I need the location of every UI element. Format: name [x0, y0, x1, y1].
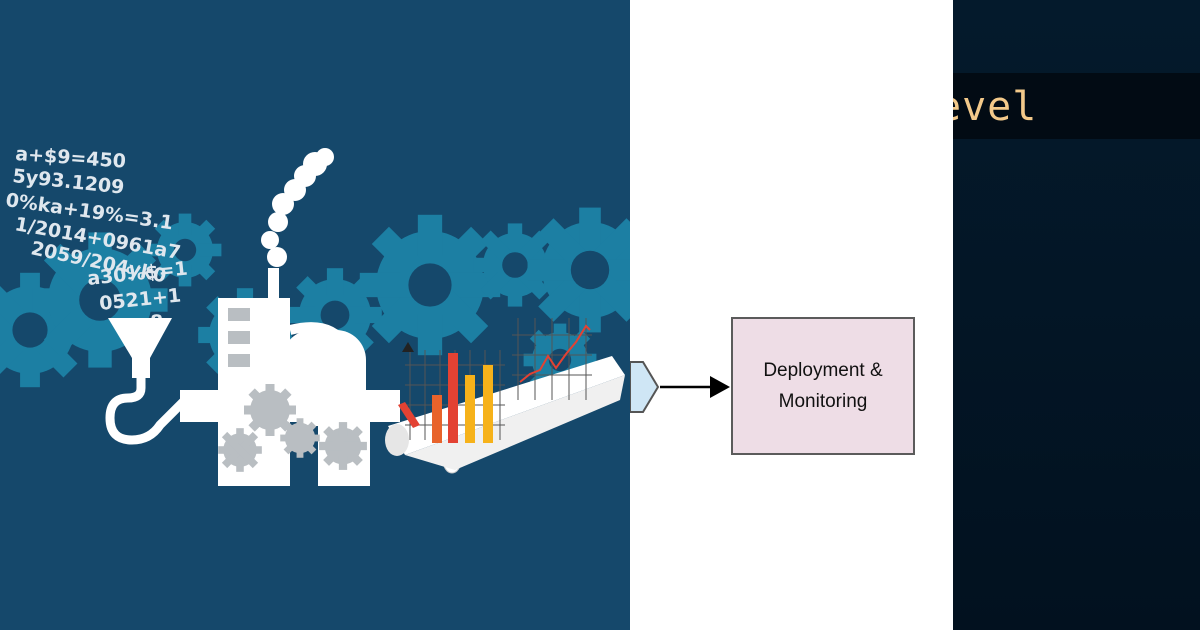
code-panel: evel — [953, 0, 1200, 630]
code-line-highlight — [953, 73, 1200, 139]
previous-step-shape — [630, 361, 660, 413]
diagram-connectors — [630, 361, 730, 413]
code-text: evel — [953, 84, 1038, 130]
mini-trend-line — [519, 324, 591, 383]
smoke-icon — [261, 148, 334, 267]
funnel-icon — [105, 318, 189, 445]
conveyor-belt-icon — [385, 356, 625, 474]
node-label-line2: Monitoring — [778, 391, 868, 412]
arrowhead-icon — [710, 376, 730, 398]
deployment-monitoring-node: Deployment & Monitoring — [731, 317, 915, 455]
mini-bar-chart — [398, 342, 493, 443]
factory-machine-icon — [180, 268, 400, 486]
node-label-line1: Deployment & — [763, 360, 883, 381]
diagram-panel: Deployment & Monitoring — [630, 0, 953, 630]
factory-illustration: a+$9=450 5y93.1209 0%ka+19%=3.1 1/2014+0… — [0, 143, 630, 486]
factory-illustration-panel: a+$9=450 5y93.1209 0%ka+19%=3.1 1/2014+0… — [0, 0, 630, 630]
